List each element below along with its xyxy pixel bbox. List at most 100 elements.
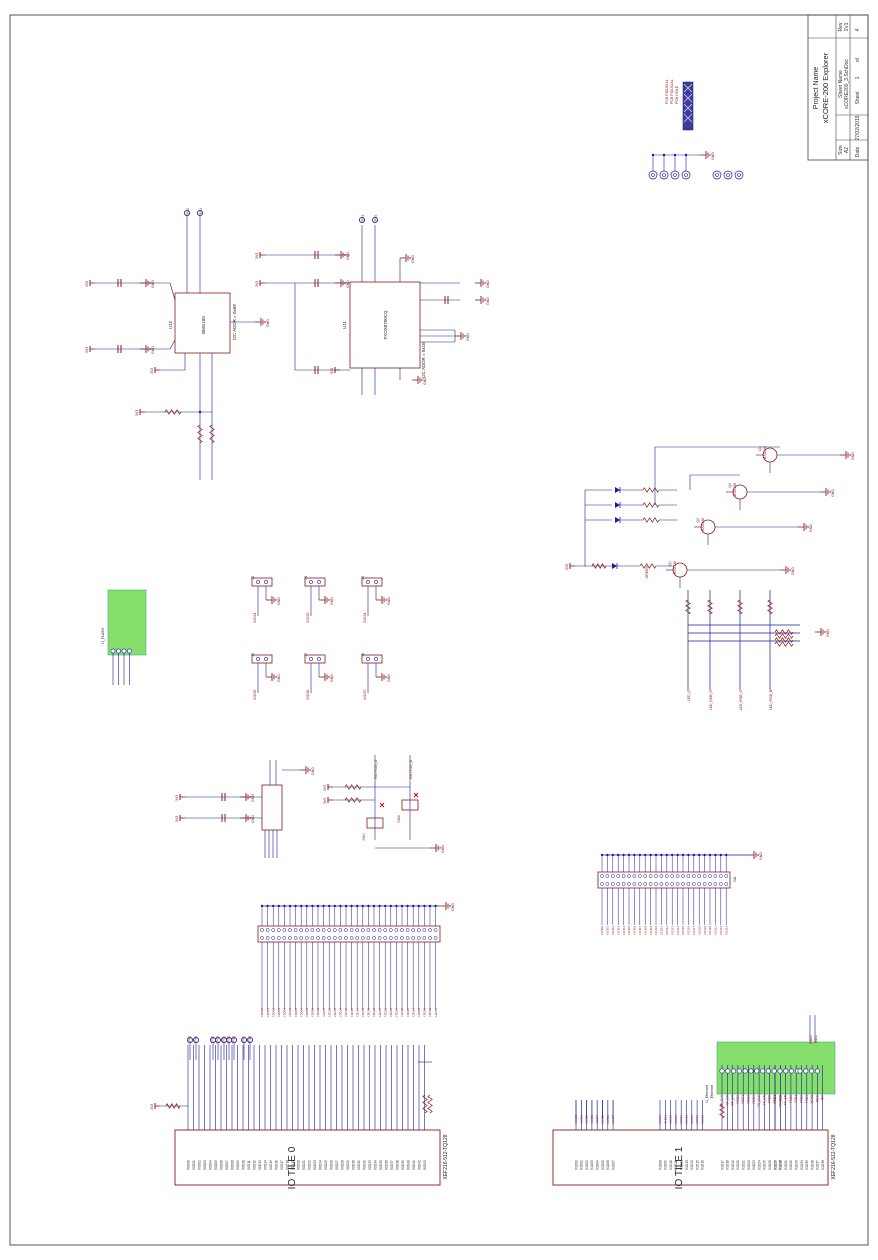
header-net-label: X0D21 <box>378 1008 382 1018</box>
header-net-label: X1D10 <box>654 926 658 936</box>
header-pin <box>321 928 326 932</box>
header-pin <box>360 936 365 940</box>
header-net-label: X0D07 <box>299 1008 303 1018</box>
junction-dot <box>417 904 420 908</box>
header-pin <box>697 882 702 886</box>
i2c-pullup <box>197 424 203 444</box>
header-pin <box>256 580 260 584</box>
gnd-label: GND <box>851 452 855 460</box>
header-net-label: X1D06 <box>633 926 637 936</box>
vcc-label: 3V3 <box>175 795 179 801</box>
tile1-pin-label: X1D24 <box>757 1160 761 1170</box>
header-net-label: X0D11 <box>322 1008 326 1017</box>
tile0-pin-label: X0D09 <box>236 1160 240 1170</box>
tile1-pin-label: X1D21 <box>742 1160 746 1170</box>
mounting-hole <box>712 170 722 180</box>
accel-ref: U11 <box>342 321 347 329</box>
header-net-label: X1D05 <box>627 926 631 936</box>
header-pin <box>316 936 320 940</box>
tile0-pin-label: X0D02 <box>197 1160 201 1170</box>
header-pin <box>293 936 298 940</box>
button-pullup <box>344 797 362 803</box>
header-pin <box>299 928 304 932</box>
header-pin <box>428 928 432 932</box>
header-signal-label: X0D36 <box>306 690 310 700</box>
tile1-pin-label: X1D20 <box>736 1160 740 1170</box>
header-pin <box>600 882 604 886</box>
tile0-pin-label: X0D22 <box>307 1160 311 1170</box>
header-pin <box>355 928 360 932</box>
header-net-label: X0D20 <box>372 1008 376 1018</box>
fet-part: BSS138 <box>763 446 767 459</box>
fet-ref: Q1 <box>668 561 672 566</box>
header-pin <box>366 580 370 584</box>
testpoint-label: TP54 <box>222 1036 226 1044</box>
vcc-label: 3V3 <box>330 368 334 374</box>
header-pin <box>681 882 685 886</box>
tile0-pin-label: X0D35 <box>379 1160 383 1170</box>
module-pin <box>789 1068 795 1074</box>
header-pin <box>366 928 371 932</box>
mounting-hole-inner <box>715 173 719 177</box>
module-pin <box>731 1068 737 1074</box>
header-net-label: X0D15 <box>344 1008 348 1018</box>
header-pin <box>316 928 320 932</box>
module-pin <box>121 648 127 654</box>
tile0-pin-label: X0D28 <box>340 1160 344 1170</box>
header-pin <box>276 936 281 940</box>
header-net-label: X1D00 <box>600 926 604 936</box>
tile1-part: XEF216-512-TQ128 <box>831 1134 837 1179</box>
header-pin <box>724 882 729 886</box>
junction-dot <box>333 904 336 908</box>
testpoint-label: TP52 <box>186 208 190 216</box>
led-diode <box>615 487 620 493</box>
header-pin <box>310 928 315 932</box>
wire <box>169 282 176 301</box>
no-connect <box>413 792 419 798</box>
tile0-pin-label: X0D21 <box>302 1160 306 1170</box>
led-series-resistor <box>642 502 660 508</box>
module-pin <box>754 1068 760 1074</box>
gnd-label: GND <box>330 597 334 605</box>
header-pin <box>344 936 348 940</box>
header-signal-label: X0D24 <box>253 613 257 623</box>
gnd-label: GND <box>277 674 281 682</box>
tile1-pin-label: X1D29 <box>773 1160 777 1170</box>
junction-dot <box>412 904 415 908</box>
sheet-total: 4 <box>855 28 861 31</box>
header-net-label: X1D04 <box>622 926 626 936</box>
header-pin <box>659 874 664 878</box>
tile1-pin-label: X1D23 <box>752 1160 756 1170</box>
led-resistor <box>707 599 713 615</box>
net-label: X1D11 <box>663 1115 667 1124</box>
tile0-testpoint <box>246 1037 253 1044</box>
header-net-label: X1D14 <box>676 926 680 936</box>
mounting-hole-inner <box>662 173 666 177</box>
junction-dot <box>406 904 409 908</box>
header-pin <box>265 936 270 940</box>
header-pin <box>654 882 658 886</box>
sheet-number: 1 <box>855 76 861 79</box>
vcc-label: 3V3 <box>323 785 327 791</box>
tile0-pin-label: X0D34 <box>373 1160 377 1170</box>
gyro-part: BMG160 <box>201 316 206 334</box>
header-pin <box>360 928 365 932</box>
rgmii-label: TX_EN <box>762 1094 766 1105</box>
junction-dot <box>344 904 348 908</box>
testpoint-label: TP51 <box>194 1036 198 1044</box>
tile1-pin-label: X1D19 <box>731 1160 735 1170</box>
tile0-pin-label: X0D41 <box>412 1160 416 1170</box>
button-ref: SW1 <box>362 833 366 841</box>
header-pin <box>708 874 712 878</box>
net-label: X1D12 <box>669 1115 673 1125</box>
header-pin <box>643 882 648 886</box>
header-net-label: X0D00 <box>260 1008 264 1018</box>
header-pin <box>616 874 621 878</box>
module-pin <box>771 1068 777 1074</box>
tile1-pin-label: X1D13 <box>685 1160 689 1170</box>
fet-part: BSS138 <box>673 561 677 574</box>
header-pin <box>260 936 264 940</box>
header-pin <box>670 882 675 886</box>
size-value: A2 <box>844 147 850 153</box>
tile0-pin-label: X0D08 <box>230 1160 234 1170</box>
